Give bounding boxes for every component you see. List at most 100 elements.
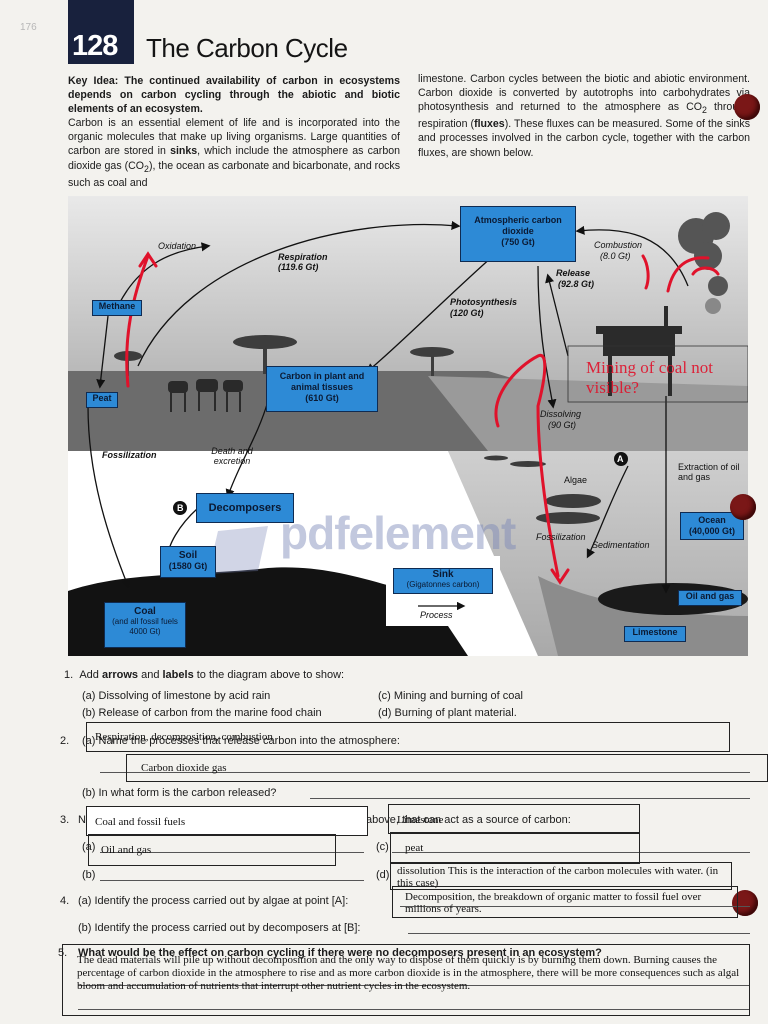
marker-a-circle [614, 452, 628, 466]
answer-line [100, 880, 364, 881]
intro-text-3: ), the ocean as carbonate and bicarbonat… [68, 159, 400, 189]
question-1: 1. Add arrows and labels to the diagram … [64, 668, 734, 682]
label-sedimentation: Sedimentation [592, 540, 650, 550]
sink-coal: Coal (and all fossil fuels 4000 Gt) [104, 602, 186, 648]
q2-number: 2. [60, 735, 70, 747]
answer-line [78, 985, 750, 986]
intro-text-6: ). These fluxes can be measured. Some of… [418, 118, 750, 159]
label-oxidation: Oxidation [158, 241, 197, 251]
intro-column-left: Key Idea: The continued availability of … [68, 74, 400, 190]
q3-number: 3. [60, 814, 70, 826]
label-release-value: (92.8 Gt) [558, 279, 595, 289]
key-sink-sub: (Gigatonnes carbon) [406, 580, 480, 589]
pdfelement-watermark: pdfelement [280, 507, 516, 559]
q2-part-a: (a) Name the processes that release carb… [82, 735, 400, 747]
sinks-term: sinks [170, 145, 198, 158]
combustion-arrow [575, 225, 689, 287]
page-number: 176 [20, 22, 37, 33]
subscript: 2 [702, 105, 707, 116]
q2-part-b: (b) In what form is the carbon released? [82, 787, 277, 799]
q4-number: 4. [60, 895, 70, 907]
q1-item-c: (c) Mining and burning of coal [378, 690, 523, 702]
answer-line [100, 772, 750, 773]
key-idea-text: The continued availability of carbon in … [68, 75, 400, 116]
sink-oil-gas: Oil and gas [678, 590, 742, 606]
q5-answer: The dead materials will pile up without … [77, 954, 740, 992]
q2-answer-a: Respiration, decomposition, combustion [95, 731, 273, 743]
q3-answer-a: Oil and gas [101, 844, 152, 856]
q3-overlay-2[interactable]: Limestone [388, 804, 640, 834]
q4-part-b: (b) Identify the process carried out by … [78, 922, 361, 934]
key-sink-name: Sink [432, 569, 454, 580]
activity-number-tab [68, 0, 134, 64]
sink-atmosphere-name: Atmospheric carbon dioxide [474, 215, 562, 236]
label-combustion: Combustion [594, 240, 643, 250]
q1-arrows: arrows [101, 669, 139, 681]
pushpin-icon [730, 494, 756, 520]
label-respiration: Respiration [278, 252, 328, 262]
sink-peat: Peat [86, 392, 118, 408]
red-arrow-dissolving [494, 353, 560, 578]
label-algae: Algae [564, 475, 588, 485]
label-photosynthesis-value: (120 Gt) [450, 308, 484, 318]
label-fossilization-left: Fossilization [102, 450, 157, 460]
q3-label-c: (c) [376, 841, 389, 853]
marker-b: B [177, 503, 184, 513]
q4-answer-a-field[interactable]: Decomposition, the breakdown of organic … [392, 886, 738, 918]
respiration-arrow [137, 220, 461, 367]
q3-overlay-1[interactable]: Coal and fossil fuels [86, 806, 368, 836]
label-fossilization-right: Fossilization [536, 532, 586, 542]
q3-answer-a-field[interactable]: Oil and gas [88, 834, 336, 866]
watermark-logo-icon [208, 526, 268, 574]
sink-plant-animal-value: (610 Gt) [305, 393, 339, 403]
intro-text-4: limestone. Carbon cycles between the bio… [418, 73, 750, 114]
sink-ocean-name: Ocean [698, 515, 726, 525]
intro-column-right: limestone. Carbon cycles between the bio… [418, 72, 750, 160]
grazing-animals-icon [168, 379, 243, 412]
sink-soil-name: Soil [178, 550, 198, 561]
answer-line [100, 852, 364, 853]
answer-line [400, 906, 750, 907]
q3-overlay-2-text: Limestone [397, 814, 444, 826]
sink-plant-animal-name: Carbon in plant and animal tissues [279, 371, 365, 392]
q1-item-b: (b) Release of carbon from the marine fo… [82, 707, 322, 719]
fluxes-term: fluxes [474, 118, 505, 131]
label-combustion-value: (8.0 Gt) [600, 251, 631, 261]
q2-answer-b-field[interactable]: Carbon dioxide gas [126, 754, 768, 782]
limestone-layer [538, 576, 748, 656]
photosynthesis-arrow [366, 255, 494, 373]
annotation-mining: Mining of coal not visible? [586, 358, 714, 397]
q1-item-d: (d) Burning of plant material. [378, 707, 517, 719]
label-respiration-value: (119.6 Gt) [278, 262, 319, 272]
label-dissolving: Dissolving [540, 409, 582, 419]
q1-and: and [138, 669, 163, 681]
q4-answer-a: Decomposition, the breakdown of organic … [405, 891, 702, 915]
student-annotations [125, 251, 720, 585]
sedimentation-arrow [586, 465, 629, 559]
q2-answer-a-field[interactable]: Respiration, decomposition, combustion [86, 722, 730, 752]
q5-text: What would be the effect on carbon cycli… [78, 947, 602, 959]
red-arrow-combustion [666, 256, 710, 293]
q3-answer-c-field[interactable]: peat [390, 832, 640, 864]
acacia-tree-icon [114, 335, 454, 376]
q5-answer-field[interactable]: The dead materials will pile up without … [62, 944, 750, 1016]
sink-soil-value: (1580 Gt) [168, 561, 208, 571]
answer-line [78, 1009, 750, 1010]
q1-text-b: to the diagram above to show: [193, 669, 345, 681]
label-extraction: Extraction of oil and gas [678, 462, 740, 482]
q3-label-b: (b) [82, 869, 96, 881]
death-arrow [225, 400, 269, 499]
intro-text-1: Carbon is an essential element of life a… [68, 117, 400, 158]
sink-soil: Soil (1580 Gt) [160, 546, 216, 578]
q1-item-a: (a) Dissolving of limestone by acid rain [82, 690, 271, 702]
carbon-cycle-diagram: Atmospheric carbon dioxide (750 Gt) Carb… [68, 196, 748, 656]
key-sink: Sink (Gigatonnes carbon) [393, 568, 493, 594]
sink-decomposers: Decomposers [196, 493, 294, 523]
answer-line [408, 933, 750, 934]
answer-line [392, 852, 750, 853]
sink-methane: Methane [92, 300, 142, 316]
q2-answer-b: Carbon dioxide gas [141, 762, 227, 774]
sink-coal-name: Coal [134, 606, 156, 617]
label-photosynthesis: Photosynthesis [450, 297, 518, 307]
label-death-excretion: Death and excretion [211, 446, 253, 466]
